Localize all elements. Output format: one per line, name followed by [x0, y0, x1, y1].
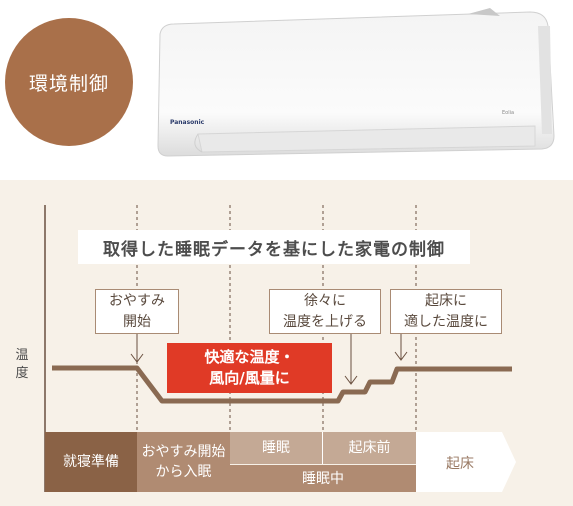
callout-line: 温度を上げる [283, 313, 367, 330]
phase-sleep: 睡眠 [230, 432, 323, 464]
badge-label: 環境制御 [28, 72, 109, 95]
callout-line: おやすみ [109, 292, 165, 309]
callout-line: 快適な温度・ [204, 348, 295, 366]
phase-line: から入眠 [155, 464, 212, 480]
phase-line: おやすみ開始 [141, 444, 226, 460]
callout-line: 適した温度に [404, 313, 488, 330]
callout-wake: 起床に 適した温度に [390, 289, 502, 334]
product-model: Eolia [502, 110, 514, 116]
callout-line: 徐々に [304, 292, 346, 309]
callout-line: 風向/風量に [209, 369, 290, 387]
phase-during-sleep: 睡眠中 [230, 465, 416, 492]
phase-wake-label: 起床 [446, 456, 474, 472]
diagram-title: 取得した睡眠データを基にした家電の制御 [78, 230, 470, 264]
product-brand: Panasonic [170, 119, 205, 126]
callout-comfort: 快適な温度・ 風向/風量に [167, 343, 332, 393]
temperature-axis-label: 温度 [15, 348, 29, 381]
phase-wake-arrow: 起床 [416, 432, 516, 492]
callout-line: 起床に [425, 292, 467, 309]
phase-falling-asleep: おやすみ開始 から入眠 [137, 432, 230, 492]
phase-before-wake: 起床前 [323, 432, 416, 464]
section-badge: 環境制御 [5, 18, 133, 146]
callout-bedtime: おやすみ 開始 [95, 289, 179, 334]
callout-gradual: 徐々に 温度を上げる [269, 289, 381, 334]
callout-line: 開始 [123, 313, 151, 330]
phase-pre-sleep: 就寝準備 [45, 432, 137, 492]
air-conditioner-image: Panasonic Eolia [157, 8, 555, 157]
